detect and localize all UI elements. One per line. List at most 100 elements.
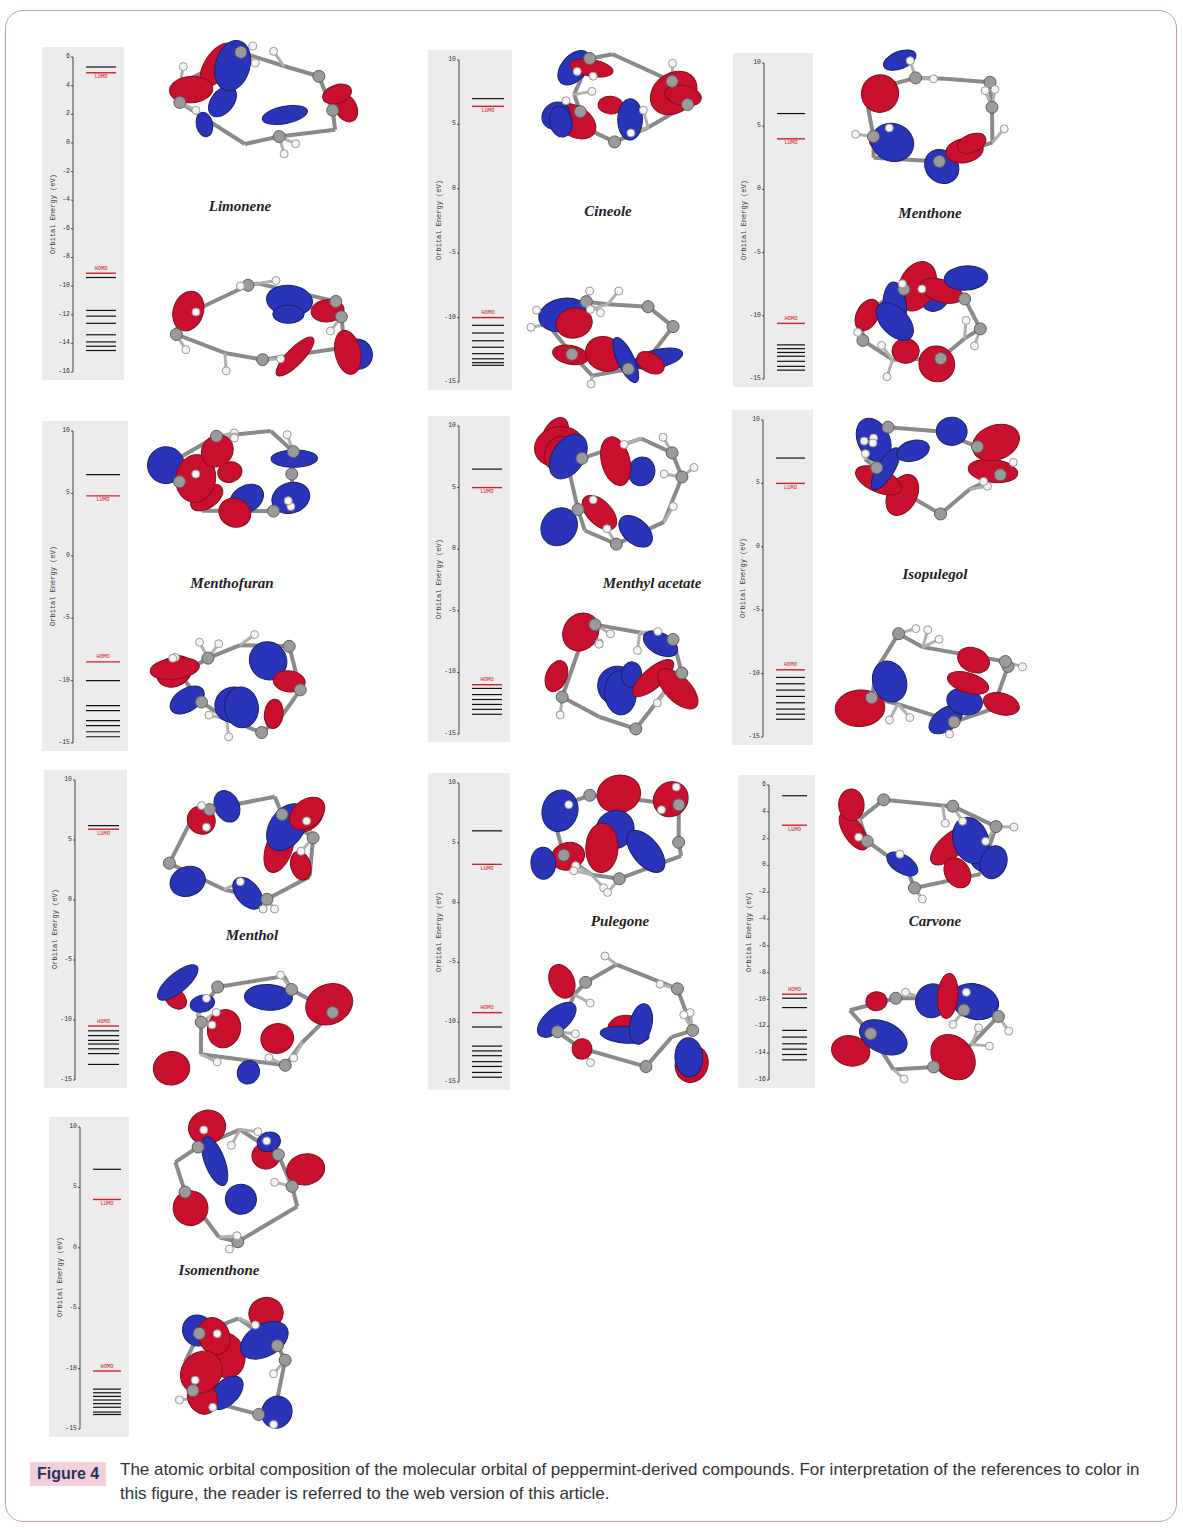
tick-mark xyxy=(78,1127,80,1128)
positive-lobe xyxy=(856,70,903,118)
energy-level xyxy=(777,344,805,345)
lumo-label: LUMO xyxy=(97,831,110,837)
molecule-name: Limonene xyxy=(209,197,272,215)
axis-title: Orbital Energy (eV) xyxy=(435,180,443,260)
positive-lobe xyxy=(331,328,365,377)
hydrogen-atom xyxy=(595,640,603,648)
tick-mark xyxy=(767,999,769,1000)
carbon-atom xyxy=(286,1180,298,1192)
negative-lobe xyxy=(273,305,304,323)
carbon-atom xyxy=(667,634,679,646)
axis-line xyxy=(73,431,74,743)
tick-mark xyxy=(457,672,459,673)
tick-mark xyxy=(71,343,73,344)
carbon-atom xyxy=(687,1024,699,1036)
carbon-atom xyxy=(948,716,960,728)
hydrogen-atom xyxy=(930,75,938,83)
lumo-level xyxy=(472,106,504,107)
hydrogen-atom xyxy=(212,1008,220,1016)
carbon-atom xyxy=(666,75,678,87)
hydrogen-atom xyxy=(656,980,664,988)
tick-label: 5 xyxy=(428,120,456,128)
tick-mark xyxy=(457,734,459,735)
hydrogen-atom xyxy=(902,988,910,996)
lumo-label: LUMO xyxy=(788,827,801,833)
hydrogen-atom xyxy=(200,1126,208,1134)
energy-level xyxy=(782,795,807,796)
tick-mark xyxy=(457,1082,459,1083)
energy-level-chart: Orbital Energy (eV)1050-5-10-15LUMOHOMO xyxy=(428,773,510,1090)
tick-label: -4 xyxy=(738,915,766,923)
positive-lobe xyxy=(551,342,590,367)
positive-lobe xyxy=(167,1184,215,1232)
energy-level xyxy=(93,1411,121,1412)
positive-lobe xyxy=(168,287,209,335)
tick-label: -5 xyxy=(732,606,760,614)
tick-mark xyxy=(767,945,769,946)
energy-level xyxy=(782,1036,807,1037)
homo-label: HOMO xyxy=(788,987,801,993)
energy-level xyxy=(782,1059,807,1060)
negative-lobe xyxy=(883,847,922,881)
axis-title: Orbital Energy (eV) xyxy=(745,892,753,972)
tick-mark xyxy=(71,618,73,619)
carbon-atom xyxy=(558,849,570,861)
axis-line xyxy=(80,1127,81,1429)
tick-mark xyxy=(767,1080,769,1081)
carbon-atom xyxy=(935,353,947,365)
negative-lobe xyxy=(608,334,644,386)
energy-level xyxy=(88,1035,119,1036)
energy-level xyxy=(777,352,805,353)
positive-lobe xyxy=(257,1020,297,1058)
hydrogen-atom xyxy=(672,783,680,791)
hydrogen-atom xyxy=(283,431,291,439)
lumo-level xyxy=(86,495,120,496)
carbon-atom xyxy=(276,808,288,820)
molecule-orbital-picture xyxy=(834,625,1027,740)
carbon-atom xyxy=(202,652,214,664)
hydrogen-atom xyxy=(249,42,257,50)
axis-title: Orbital Energy (eV) xyxy=(49,546,57,626)
tick-mark xyxy=(767,865,769,866)
energy-level xyxy=(86,731,120,732)
hydrogen-atom xyxy=(290,1054,298,1062)
energy-level xyxy=(93,1414,121,1415)
hydrogen-atom xyxy=(213,1058,221,1066)
tick-label: -8 xyxy=(42,253,70,261)
bond-stick xyxy=(888,427,940,431)
hydrogen-atom xyxy=(885,124,893,132)
lumo-level xyxy=(782,825,807,826)
tick-label: 2 xyxy=(738,835,766,843)
tick-mark xyxy=(73,840,75,841)
carbon-atom xyxy=(279,1059,291,1071)
homo-label: HOMO xyxy=(96,654,109,660)
carbon-atom xyxy=(971,441,983,453)
tick-label: -16 xyxy=(42,368,70,376)
energy-level xyxy=(88,1048,119,1049)
molecule-name: Cineole xyxy=(584,202,632,220)
axis-line xyxy=(459,60,460,382)
figure-number: Figure 4 xyxy=(37,1465,99,1482)
carbon-atom xyxy=(676,667,688,679)
hydrogen-atom xyxy=(924,626,932,634)
homo-level xyxy=(88,1025,119,1026)
energy-level xyxy=(776,709,805,710)
axis-line xyxy=(764,63,765,379)
negative-lobe xyxy=(268,478,314,519)
axis-line xyxy=(769,785,770,1080)
negative-lobe xyxy=(639,626,682,662)
hydrogen-atom xyxy=(270,47,278,55)
tick-label: 10 xyxy=(428,422,456,430)
tick-label: -6 xyxy=(738,942,766,950)
tick-mark xyxy=(767,785,769,786)
hydrogen-atom xyxy=(912,625,920,633)
hydrogen-atom xyxy=(236,282,244,290)
tick-label: 0 xyxy=(42,139,70,147)
carbon-atom xyxy=(994,469,1006,481)
tick-mark xyxy=(767,838,769,839)
hydrogen-atom xyxy=(587,380,595,388)
hydrogen-atom xyxy=(653,699,661,707)
tick-mark xyxy=(761,737,763,738)
tick-label: -4 xyxy=(42,196,70,204)
carbon-atom xyxy=(327,104,339,116)
